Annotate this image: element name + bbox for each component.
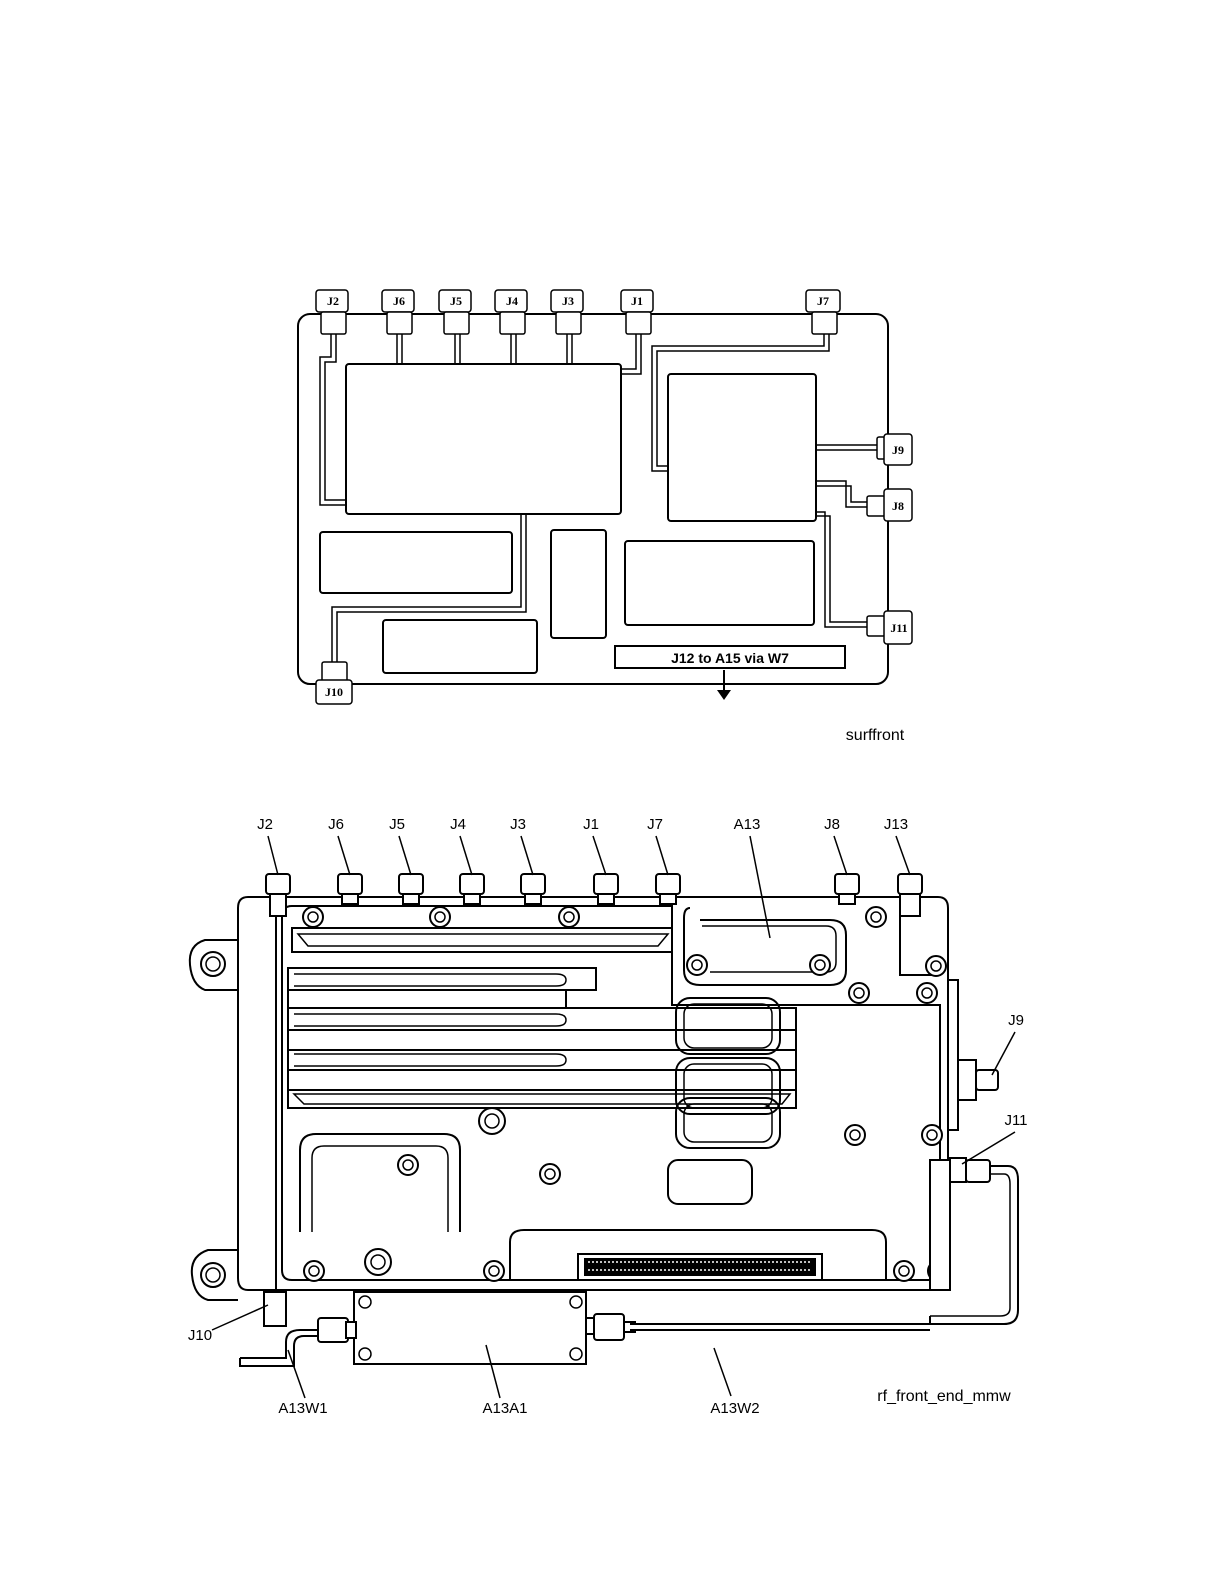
- label-j5: J5: [389, 816, 405, 833]
- svg-text:J11: J11: [890, 621, 907, 635]
- svg-text:J8: J8: [892, 499, 904, 513]
- rf-front-end-figure-name: rf_front_end_mmw: [877, 1388, 1011, 1405]
- label-j7: J7: [647, 816, 663, 833]
- surffront-diagram: J12 to A15 via W7: [298, 290, 912, 744]
- sma-j3: [521, 874, 545, 904]
- svg-text:J5: J5: [450, 294, 462, 308]
- svg-text:J7: J7: [817, 294, 829, 308]
- label-j9: J9: [1008, 1012, 1024, 1029]
- a13a1-module: [318, 1292, 636, 1364]
- connector-j3: J3: [551, 290, 583, 334]
- label-j3: J3: [510, 816, 526, 833]
- sma-j2: [266, 874, 290, 916]
- connector-j6: J6: [382, 290, 414, 334]
- label-a13w1: A13W1: [278, 1400, 327, 1417]
- label-j13: J13: [884, 816, 908, 833]
- module-right-mid: [625, 541, 814, 625]
- surffront-figure-name: surffront: [846, 727, 905, 744]
- svg-text:J2: J2: [327, 294, 339, 308]
- label-a13: A13: [734, 816, 761, 833]
- sma-j6: [338, 874, 362, 904]
- sma-j4: [460, 874, 484, 904]
- connector-j5: J5: [439, 290, 471, 334]
- sma-j8: [835, 874, 859, 904]
- connector-j4: J4: [495, 290, 527, 334]
- label-j4: J4: [450, 816, 466, 833]
- j12-arrow-head: [717, 690, 731, 700]
- label-j1: J1: [583, 816, 599, 833]
- module-right: [668, 374, 816, 521]
- sma-j7: [656, 874, 680, 904]
- label-j2: J2: [257, 816, 273, 833]
- label-j10: J10: [188, 1327, 212, 1344]
- module-center: [551, 530, 606, 638]
- j10-a13w1-cable: [240, 1292, 318, 1366]
- module-left-mid: [320, 532, 512, 593]
- sma-j5: [399, 874, 423, 904]
- module-bottom: [383, 620, 537, 673]
- svg-text:J3: J3: [562, 294, 574, 308]
- module-main: [346, 364, 621, 514]
- sma-j13: [898, 874, 922, 916]
- label-j6: J6: [328, 816, 344, 833]
- svg-text:J6: J6: [393, 294, 405, 308]
- connector-j10: J10: [316, 662, 352, 704]
- label-a13a1: A13A1: [482, 1400, 527, 1417]
- label-a13w2: A13W2: [710, 1400, 759, 1417]
- j12-label-text: J12 to A15 via W7: [671, 650, 789, 666]
- sma-j9: [948, 980, 998, 1130]
- rf-front-end-drawing: J2 J6 J5 J4 J3 J1 J7 A13 J8 J13 J9 J11 J…: [188, 816, 1028, 1417]
- connector-j2: J2: [316, 290, 348, 334]
- svg-text:J1: J1: [631, 294, 643, 308]
- label-j8: J8: [824, 816, 840, 833]
- sma-j1: [594, 874, 618, 904]
- connector-j1: J1: [621, 290, 653, 334]
- svg-text:J9: J9: [892, 443, 904, 457]
- svg-text:J10: J10: [325, 685, 343, 699]
- label-j11: J11: [1004, 1112, 1027, 1129]
- svg-text:J4: J4: [506, 294, 518, 308]
